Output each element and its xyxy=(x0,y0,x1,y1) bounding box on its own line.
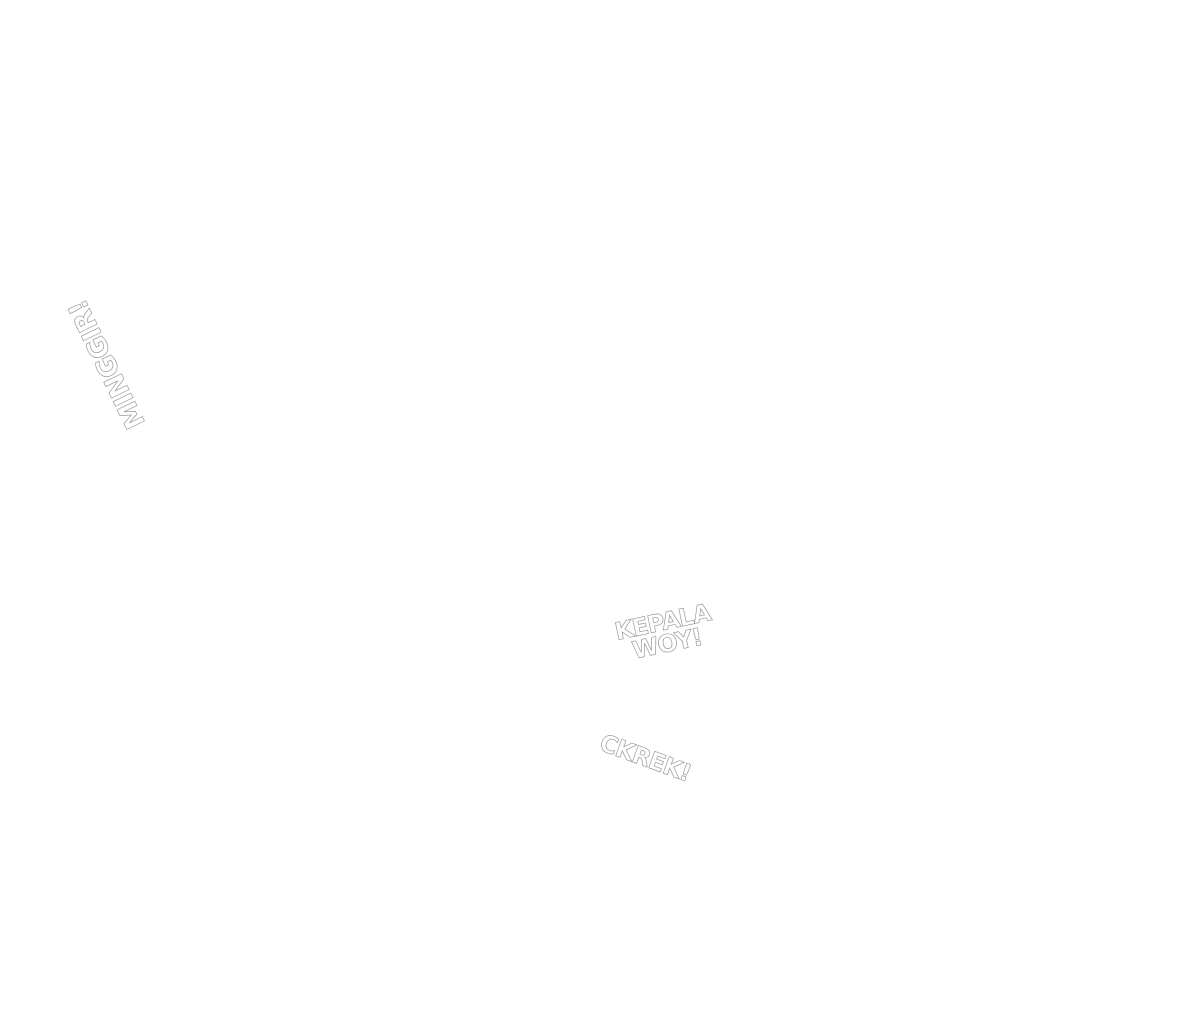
sfx-minggir: MINGGIR! xyxy=(63,295,152,434)
sfx-ckrek: CKREK! xyxy=(596,728,695,788)
sfx-kepala-woy: KEPALA WOY! xyxy=(597,598,733,668)
